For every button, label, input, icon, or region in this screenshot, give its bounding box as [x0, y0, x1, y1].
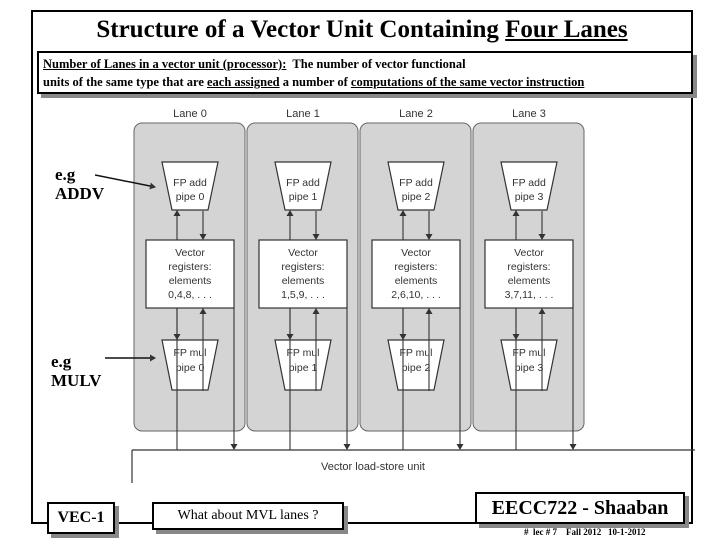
- definition-term: Number of Lanes in a vector unit (proces…: [43, 57, 287, 71]
- register-label-3: elements: [282, 275, 325, 287]
- fp-add-pipe: [161, 161, 219, 211]
- question-text: What about MVL lanes ?: [177, 508, 319, 523]
- fp-add-label: FP add: [286, 177, 320, 189]
- lane-label: Lane 3: [512, 108, 546, 120]
- register-label-2: registers:: [507, 261, 550, 273]
- fp-mul-label: FP mul: [286, 347, 319, 359]
- fp-mul-pipe: [161, 339, 219, 391]
- vector-unit-diagram: Lane 0 FP add pipe 0 Vector registers: elemen…: [95, 108, 695, 483]
- fp-mul-label: FP mul: [399, 347, 432, 359]
- lecture-info: # lec # 7 Fall 2012 10-1-2012: [524, 527, 646, 537]
- register-elements: 1,5,9, . . .: [281, 289, 325, 301]
- register-label-2: registers:: [281, 261, 324, 273]
- slide-title: Structure of a Vector Unit Containing Fo…: [33, 12, 691, 48]
- definition-line-2: units of the same type that are each ass…: [43, 73, 687, 91]
- fp-mul-label: FP mul: [512, 347, 545, 359]
- fp-add-label: FP add: [512, 177, 546, 189]
- vector-register-file: [258, 239, 348, 309]
- fp-add-pipe-label: pipe 2: [402, 191, 431, 203]
- definition-each-assigned: each assigned: [207, 75, 280, 89]
- register-label-1: Vector: [175, 247, 205, 259]
- fp-mul-pipe-label: pipe 3: [515, 362, 544, 374]
- lanes-group: Lane 0 FP add pipe 0 Vector registers: elemen…: [133, 108, 585, 450]
- fp-mul-label: FP mul: [173, 347, 206, 359]
- register-label-1: Vector: [401, 247, 431, 259]
- register-label-1: Vector: [288, 247, 318, 259]
- fp-mul-pipe: [274, 339, 332, 391]
- register-label-2: registers:: [394, 261, 437, 273]
- addv-name: ADDV: [55, 184, 105, 203]
- addv-pointer: [95, 174, 156, 190]
- mulv-eg: e.g: [51, 352, 72, 371]
- definition-box: Number of Lanes in a vector unit (proces…: [37, 51, 693, 94]
- addv-eg: e.g: [55, 165, 76, 184]
- definition-text-2b: a number of: [279, 75, 351, 89]
- vector-register-file: [145, 239, 235, 309]
- question-box: What about MVL lanes ?: [152, 502, 344, 530]
- register-label-2: registers:: [168, 261, 211, 273]
- fp-mul-pipe-label: pipe 2: [402, 362, 431, 374]
- lsu-label: Vector load-store unit: [321, 461, 425, 473]
- fp-add-pipe: [387, 161, 445, 211]
- course-box: EECC722 - Shaaban: [475, 492, 685, 524]
- register-label-3: elements: [169, 275, 212, 287]
- definition-text-2a: units of the same type that are: [43, 75, 207, 89]
- register-elements: 2,6,10, . . .: [391, 289, 441, 301]
- slide-id-box: VEC-1: [47, 502, 115, 534]
- vector-register-file: [484, 239, 574, 309]
- fp-add-pipe: [274, 161, 332, 211]
- slide-id: VEC-1: [57, 509, 105, 526]
- fp-add-pipe-label: pipe 3: [515, 191, 544, 203]
- register-label-3: elements: [395, 275, 438, 287]
- lane-label: Lane 0: [173, 108, 207, 120]
- definition-same-instruction: computations of the same vector instruct…: [350, 75, 585, 89]
- fp-add-pipe: [500, 161, 558, 211]
- fp-mul-pipe: [500, 339, 558, 391]
- fp-add-pipe-label: pipe 1: [289, 191, 318, 203]
- fp-mul-pipe: [387, 339, 445, 391]
- mulv-name: MULV: [51, 371, 102, 390]
- fp-add-label: FP add: [399, 177, 433, 189]
- register-elements: 0,4,8, . . .: [168, 289, 212, 301]
- vector-register-file: [371, 239, 461, 309]
- fp-mul-pipe-label: pipe 0: [176, 362, 205, 374]
- lane-label: Lane 2: [399, 108, 433, 120]
- fp-add-pipe-label: pipe 0: [176, 191, 205, 203]
- register-elements: 3,7,11, . . .: [505, 289, 554, 301]
- title-underlined-text: Four Lanes: [505, 16, 628, 43]
- slide-frame: [31, 10, 693, 524]
- register-label-1: Vector: [514, 247, 544, 259]
- definition-line-1: Number of Lanes in a vector unit (proces…: [43, 55, 687, 73]
- fp-mul-pipe-label: pipe 1: [289, 362, 318, 374]
- lane-label: Lane 1: [286, 108, 320, 120]
- course-text: EECC722 - Shaaban: [491, 497, 669, 519]
- register-label-3: elements: [508, 275, 551, 287]
- definition-text-1: The number of vector functional: [286, 57, 466, 71]
- fp-add-label: FP add: [173, 177, 207, 189]
- title-text: Structure of a Vector Unit Containing: [96, 16, 506, 43]
